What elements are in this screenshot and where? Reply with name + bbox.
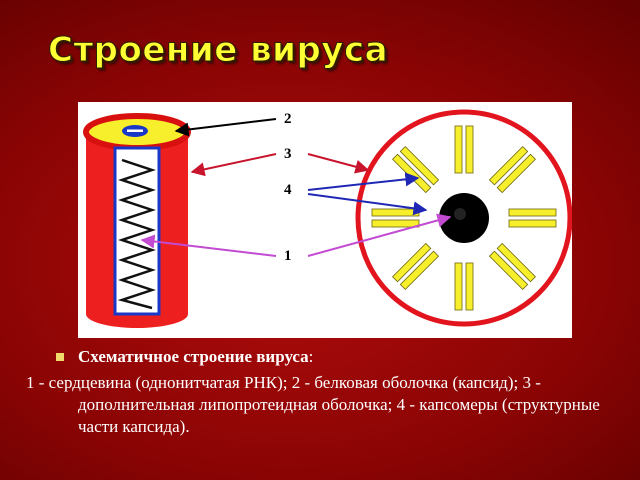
arrow-core-right — [307, 213, 452, 257]
arrow-envelope-right — [307, 153, 370, 174]
slide-title: Строение вируса — [47, 30, 389, 71]
capsomere-bar — [496, 242, 536, 283]
label-capsomere-number: 4 — [284, 182, 292, 198]
caption-heading-colon: : — [308, 347, 314, 366]
caption: Схематичное строение вируса: 1 - сердцев… — [26, 346, 618, 438]
capsomere-bar — [399, 146, 440, 186]
capsomere-bar — [508, 208, 557, 217]
virus-diagram-svg: 2 3 4 1 — [83, 109, 572, 328]
rna-strand — [117, 158, 156, 310]
capsomere-bar — [508, 219, 557, 228]
caption-heading: Схематичное строение вируса: — [26, 346, 618, 368]
virion-side-view — [83, 113, 191, 328]
capsomere-bar — [488, 146, 529, 186]
capsomere-bar — [488, 250, 529, 290]
arrow-core-left — [140, 234, 277, 257]
capsomere-bar — [371, 219, 420, 228]
capsomere-bar — [496, 153, 536, 194]
capsomeres — [371, 125, 557, 311]
capsomere-bar — [454, 262, 463, 311]
arrow-capsomere-lower — [307, 193, 428, 216]
label-capsid-number: 2 — [284, 111, 292, 127]
capsomere-bar — [399, 250, 440, 290]
label-envelope-number: 3 — [284, 146, 292, 162]
arrow-capsomere-upper — [307, 172, 420, 191]
capsomere-bar — [392, 242, 432, 283]
caption-legend-text: 1 - сердцевина (однонитчатая РНК); 2 - б… — [26, 373, 600, 436]
virion-cross-section — [355, 109, 572, 327]
arrow-capsid — [174, 118, 277, 137]
core-top-highlight — [127, 129, 143, 132]
caption-heading-text: Схематичное строение вируса — [78, 347, 309, 366]
virus-diagram: 2 3 4 1 — [78, 102, 572, 338]
capsomere-bar — [454, 125, 463, 174]
label-core-number: 1 — [284, 248, 292, 264]
bullet-icon — [56, 353, 64, 361]
core-highlight — [454, 208, 466, 220]
arrow-envelope-left — [190, 153, 277, 177]
capsomere-bar — [465, 262, 474, 311]
capsomere-bar — [465, 125, 474, 174]
capsomere-bar — [371, 208, 420, 217]
